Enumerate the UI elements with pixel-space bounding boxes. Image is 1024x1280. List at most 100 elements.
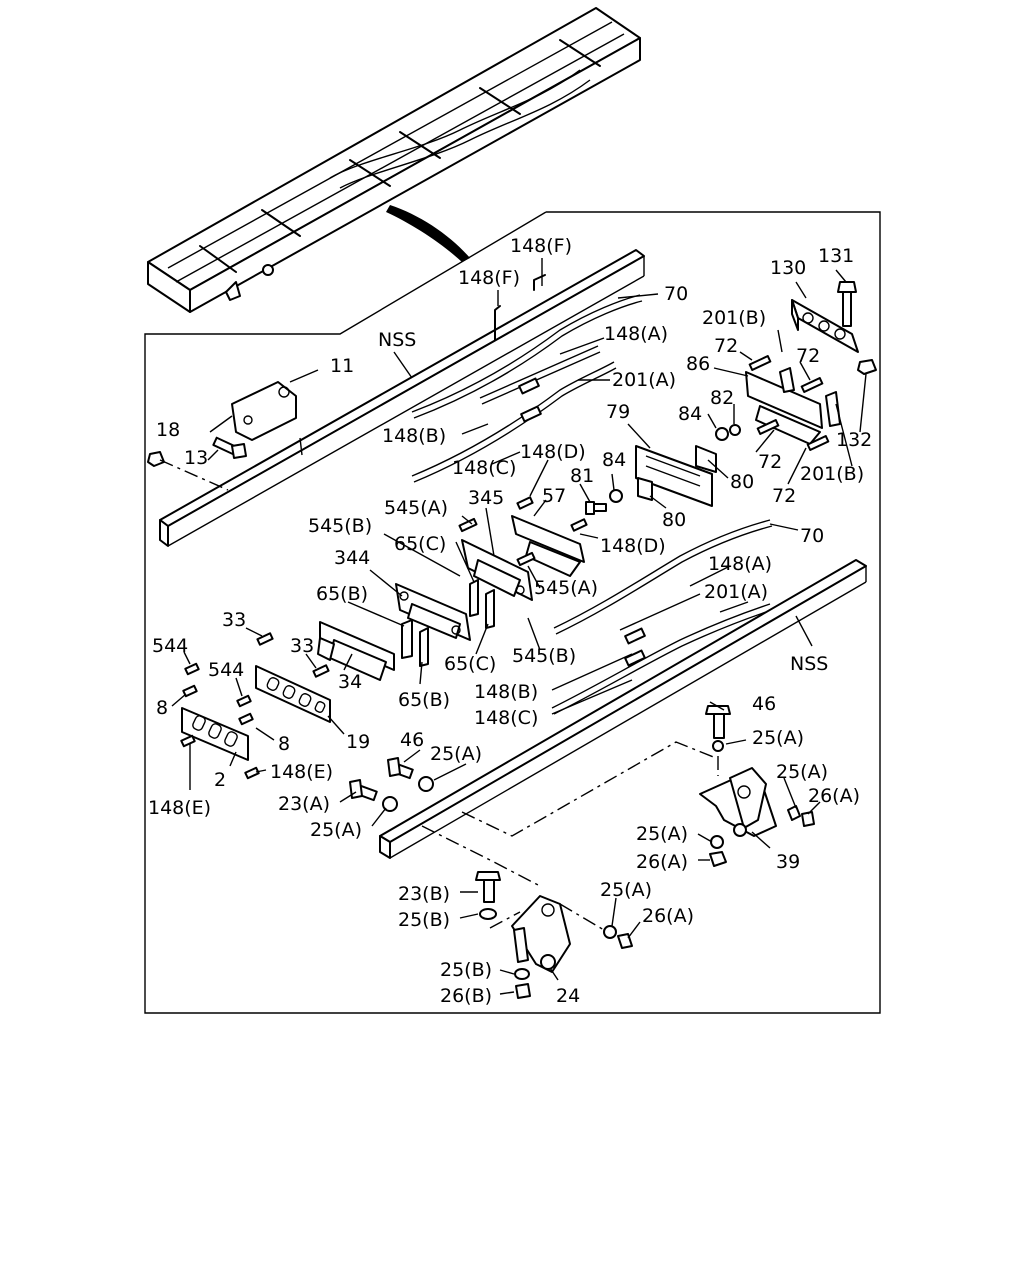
label-34: 34 [338, 671, 362, 693]
label-25a: 25(A) [430, 743, 482, 765]
label-26a: 26(A) [636, 851, 688, 873]
label-2: 2 [214, 769, 226, 791]
label-84: 84 [678, 403, 702, 425]
label-80: 80 [662, 509, 686, 531]
label-57: 57 [542, 485, 566, 507]
brackets-65 [401, 579, 495, 667]
label-148d: 148(D) [520, 441, 586, 463]
part-labels: 148(F) 148(F) 70 NSS 11 148(A) 201(A) 14… [148, 235, 872, 1007]
label-72: 72 [772, 485, 796, 507]
upper-reinforcement-strips [411, 274, 643, 483]
bolt-81 [585, 501, 607, 515]
label-148e: 148(E) [148, 797, 211, 819]
label-26b: 26(B) [440, 985, 492, 1007]
nut-132 [857, 359, 877, 375]
label-11: 11 [330, 355, 354, 377]
crossmember-345 [458, 517, 536, 601]
label-545b: 545(B) [512, 645, 576, 667]
upper-side-rail [159, 249, 645, 547]
label-148c: 148(C) [474, 707, 538, 729]
label-148b: 148(B) [474, 681, 538, 703]
bracket-79 [635, 445, 717, 507]
label-46: 46 [400, 729, 424, 751]
label-65c: 65(C) [444, 653, 496, 675]
detail-frame [144, 211, 881, 1014]
crossmember-19 [255, 665, 331, 723]
label-25a: 25(A) [636, 823, 688, 845]
label-201b: 201(B) [702, 307, 766, 329]
label-72: 72 [758, 451, 782, 473]
label-nss: NSS [790, 653, 828, 675]
crossmember-57 [511, 496, 588, 577]
crossmember-344 [395, 583, 471, 641]
washers-84-82 [609, 424, 741, 503]
label-201b: 201(B) [800, 463, 864, 485]
label-345: 345 [468, 487, 504, 509]
bolt-23a [349, 779, 378, 802]
bracket-11 [209, 381, 297, 441]
label-25a: 25(A) [310, 819, 362, 841]
label-148f: 148(F) [510, 235, 572, 257]
label-19: 19 [346, 731, 370, 753]
label-33: 33 [222, 609, 246, 631]
label-65b: 65(B) [398, 689, 450, 711]
label-nss: NSS [378, 329, 416, 351]
label-18: 18 [156, 419, 180, 441]
hanger-24 [475, 871, 633, 999]
label-72: 72 [796, 345, 820, 367]
shims-72 [748, 355, 830, 451]
label-148f: 148(F) [458, 267, 520, 289]
label-130: 130 [770, 257, 806, 279]
label-131: 131 [818, 245, 854, 267]
label-148a: 148(A) [604, 323, 668, 345]
label-65c: 65(C) [394, 533, 446, 555]
bolt-131 [837, 281, 857, 327]
nut-18 [147, 451, 165, 467]
bolt-13 [212, 436, 247, 459]
leader-lines [171, 258, 867, 995]
label-545b: 545(B) [308, 515, 372, 537]
label-33: 33 [290, 635, 314, 657]
lower-reinforcement-strips [551, 519, 773, 715]
label-26a: 26(A) [642, 905, 694, 927]
label-201a: 201(A) [612, 369, 676, 391]
label-79: 79 [606, 401, 630, 423]
bracket-130 [791, 299, 859, 353]
label-148e: 148(E) [270, 761, 333, 783]
crossmember-86 [745, 367, 841, 445]
bolt-46-left [387, 757, 414, 780]
crossmember-34 [256, 621, 395, 681]
label-24: 24 [556, 985, 580, 1007]
label-344: 344 [334, 547, 370, 569]
label-25a: 25(A) [600, 879, 652, 901]
label-25b: 25(B) [398, 909, 450, 931]
label-86: 86 [686, 353, 710, 375]
label-132: 132 [836, 429, 872, 451]
label-545a: 545(A) [534, 577, 598, 599]
label-148c: 148(C) [452, 457, 516, 479]
label-545a: 545(A) [384, 497, 448, 519]
label-25a: 25(A) [776, 761, 828, 783]
label-65b: 65(B) [316, 583, 368, 605]
washer-25a-lower [382, 796, 398, 812]
label-84: 84 [602, 449, 626, 471]
label-82: 82 [710, 387, 734, 409]
lower-side-rail [379, 559, 867, 859]
label-148b: 148(B) [382, 425, 446, 447]
crossmember-2 [180, 662, 260, 780]
label-72: 72 [714, 335, 738, 357]
label-70: 70 [800, 525, 824, 547]
label-201a: 201(A) [704, 581, 768, 603]
label-13: 13 [184, 447, 208, 469]
label-23a: 23(A) [278, 793, 330, 815]
label-8: 8 [156, 697, 168, 719]
label-25a: 25(A) [752, 727, 804, 749]
label-80: 80 [730, 471, 754, 493]
hanger-39 [699, 705, 815, 867]
label-46: 46 [752, 693, 776, 715]
label-26a: 26(A) [808, 785, 860, 807]
label-544: 544 [208, 659, 244, 681]
label-70: 70 [664, 283, 688, 305]
label-81: 81 [570, 465, 594, 487]
